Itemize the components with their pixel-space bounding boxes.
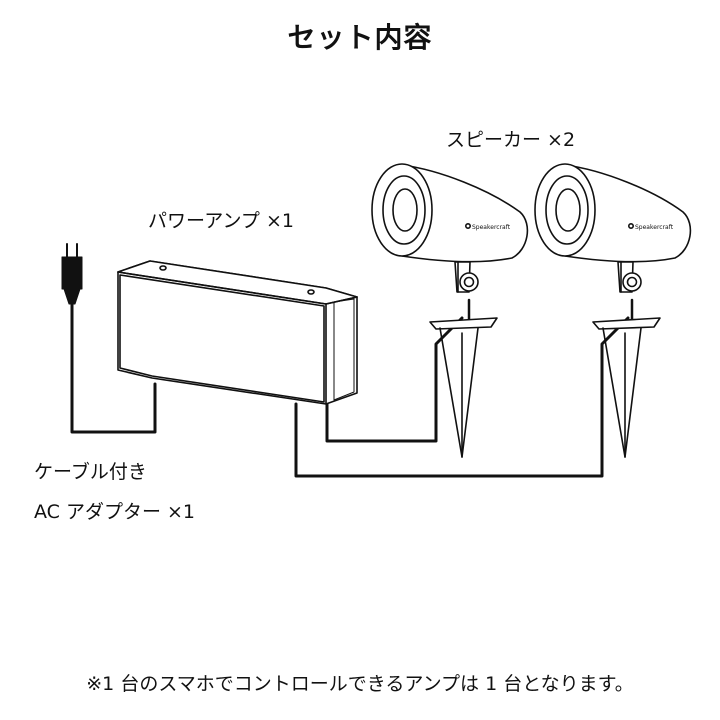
adapter-cable <box>70 300 157 434</box>
speaker-icon: Speakercraft <box>371 163 529 458</box>
speaker-icon: Speakercraft <box>534 163 692 458</box>
adapter-label-line2: AC アダプター ×1 <box>34 501 196 523</box>
svg-text:Speakercraft: Speakercraft <box>472 224 511 231</box>
speaker-label: スピーカー ×2 <box>446 129 576 151</box>
plug-icon <box>61 243 83 305</box>
speaker-cable-1 <box>325 316 464 443</box>
footnote: ※1 台のスマホでコントロールできるアンプは 1 台となります。 <box>86 673 634 695</box>
page-title: セット内容 <box>287 21 433 54</box>
amplifier-label: パワーアンプ ×1 <box>148 210 294 232</box>
adapter-label-line1: ケーブル付き <box>34 461 147 483</box>
speaker-cable-2 <box>294 316 630 478</box>
svg-text:Speakercraft: Speakercraft <box>635 224 674 231</box>
amplifier-icon <box>117 260 358 405</box>
